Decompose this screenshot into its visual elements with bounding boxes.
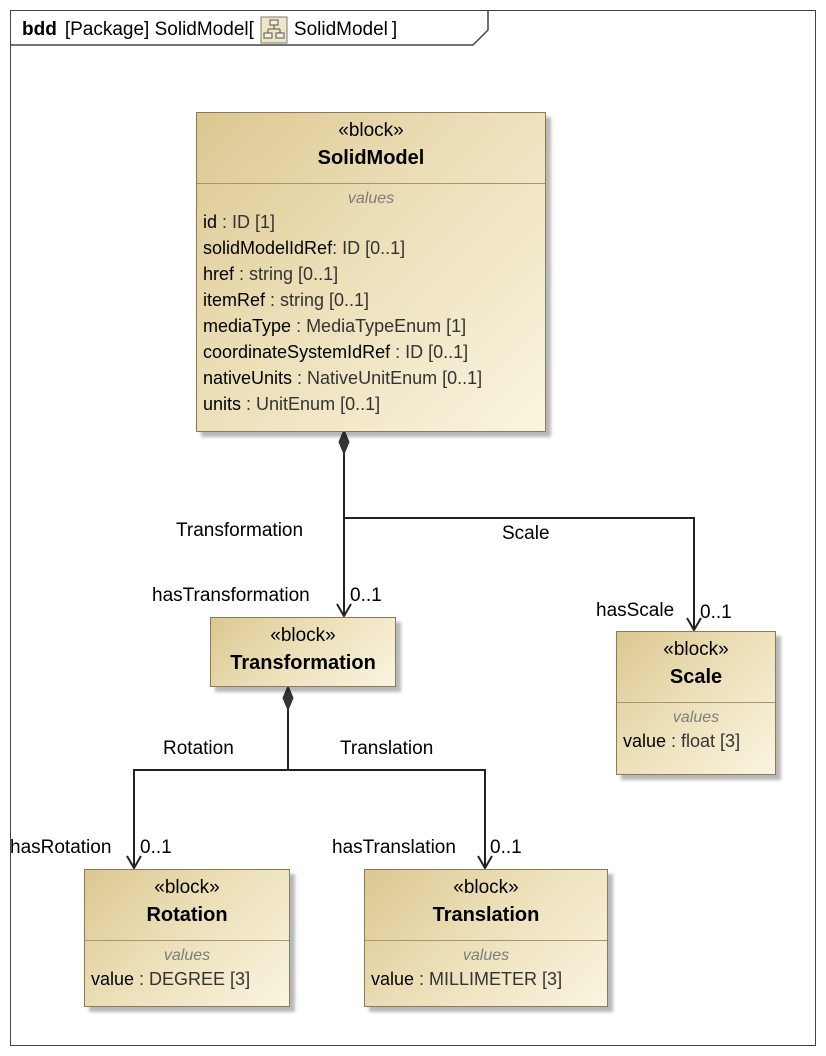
block-stereotype: «block»: [338, 120, 404, 141]
solidmodel-composition-line: [343, 452, 695, 630]
transformation-arrow-head: [336, 603, 352, 618]
block-rotation[interactable]: «block» Rotation values value : DEGREE […: [84, 869, 290, 1007]
solidmodel-composition-diamond: [338, 428, 350, 456]
block-scale[interactable]: «block» Scale values value : float [3]: [616, 631, 776, 775]
compartment-title: values: [163, 947, 211, 964]
block-name: Translation: [432, 904, 540, 926]
association-name-translation: Translation: [340, 738, 434, 759]
attribute-row: mediaType : MediaTypeEnum [1]: [203, 316, 467, 336]
attribute-row: href : string [0..1]: [203, 264, 339, 284]
values-compartment: values value : MILLIMETER [3]: [365, 940, 607, 992]
role-name-hasscale: hasScale: [596, 600, 675, 621]
translation-arrow-head: [477, 855, 493, 870]
attribute-row: value : float [3]: [623, 731, 741, 751]
block-translation[interactable]: «block» Translation values value : MILLI…: [364, 869, 608, 1007]
scale-arrow-head: [686, 617, 702, 632]
frame-title-prefix: [Package] SolidModel[: [64, 19, 254, 40]
association-name-transformation: Transformation: [176, 520, 304, 541]
diagram-kind: bdd: [22, 19, 57, 40]
block-stereotype: «block»: [663, 639, 729, 660]
compartment-title: values: [462, 947, 510, 964]
attribute-row: value : DEGREE [3]: [91, 969, 251, 989]
role-name-hasrotation: hasRotation: [10, 837, 112, 858]
block-name: SolidModel: [317, 147, 425, 169]
association-name-scale: Scale: [502, 523, 550, 544]
block-stereotype: «block»: [453, 877, 519, 898]
block-name: Transformation: [230, 652, 376, 674]
package-diagram-icon: [260, 16, 288, 44]
rotation-arrow-head: [126, 855, 142, 870]
block-stereotype: «block»: [270, 625, 336, 646]
attribute-row: itemRef : string [0..1]: [203, 290, 370, 310]
attribute-row: value : MILLIMETER [3]: [371, 969, 563, 989]
block-transformation[interactable]: «block» Transformation: [210, 617, 396, 687]
compartment-title: values: [672, 709, 720, 726]
multiplicity-transformation: 0..1: [350, 585, 382, 606]
attribute-row: id : ID [1]: [203, 212, 276, 232]
attribute-row: nativeUnits : NativeUnitEnum [0..1]: [203, 368, 483, 388]
diagram-frame: [10, 10, 816, 1046]
values-compartment: values value : DEGREE [3]: [85, 940, 289, 992]
block-name: Rotation: [146, 904, 228, 926]
attribute-row: coordinateSystemIdRef : ID [0..1]: [203, 342, 469, 362]
role-name-hastransformation: hasTransformation: [152, 585, 310, 606]
block-solidmodel[interactable]: «block» SolidModel values id : ID [1] so…: [196, 112, 546, 432]
block-stereotype: «block»: [154, 877, 220, 898]
compartment-title: values: [347, 190, 395, 207]
frame-title-name: SolidModel: [293, 19, 388, 40]
attribute-row: units : UnitEnum [0..1]: [203, 394, 381, 414]
multiplicity-translation: 0..1: [490, 837, 522, 858]
frame-title-tab: [10, 10, 489, 46]
values-compartment: values value : float [3]: [617, 702, 775, 754]
transformation-composition-line: [133, 708, 289, 868]
frame-title: bdd [Package] SolidModel[ SolidModel ]: [22, 16, 397, 44]
values-compartment: values id : ID [1] solidModelIdRef: ID […: [197, 183, 545, 417]
association-name-rotation: Rotation: [163, 738, 234, 759]
attribute-row: solidModelIdRef: ID [0..1]: [203, 238, 406, 258]
multiplicity-rotation: 0..1: [140, 837, 172, 858]
multiplicity-scale: 0..1: [700, 602, 732, 623]
role-name-hastranslation: hasTranslation: [332, 837, 456, 858]
frame-title-suffix: ]: [391, 19, 398, 40]
translation-association-line: [288, 769, 486, 868]
transformation-composition-diamond: [282, 684, 294, 712]
block-name: Scale: [669, 666, 723, 688]
